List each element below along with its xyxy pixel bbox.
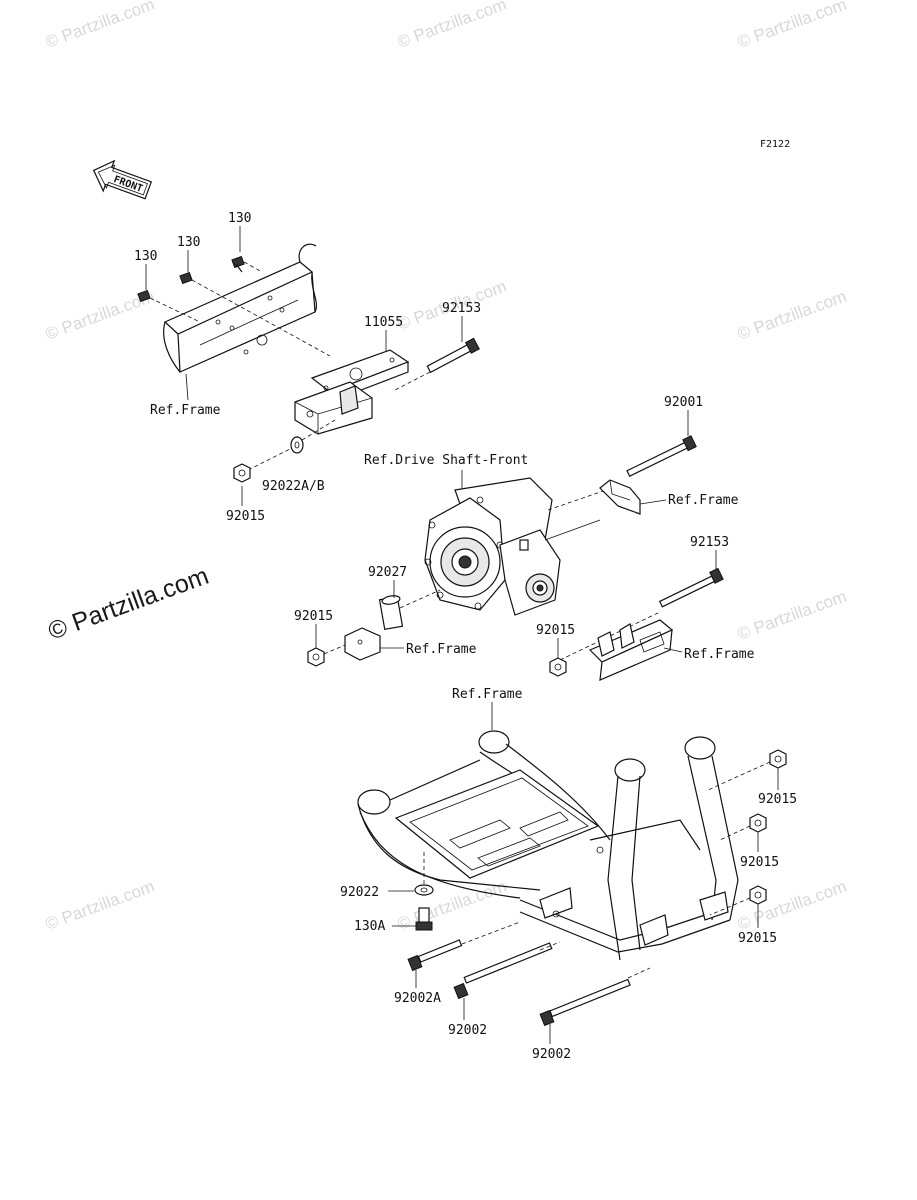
bolt-92153-top-icon	[394, 337, 480, 391]
watermark-text: © Partzilla.com	[395, 0, 509, 52]
bolt-130-icon	[179, 271, 331, 357]
bolt-92002-1-icon	[453, 942, 553, 1000]
frame-bracket-right-2	[588, 619, 683, 681]
label-ref-frame: Ref.Frame	[150, 403, 221, 418]
label-130: 130	[177, 235, 200, 250]
label-92002a: 92002A	[394, 991, 441, 1006]
label-92015: 92015	[294, 609, 333, 624]
label-92015: 92015	[740, 855, 779, 870]
label-ref-frame: Ref.Frame	[452, 687, 523, 702]
watermark-text: © Partzilla.com	[43, 877, 157, 934]
bolt-130-icon	[231, 255, 263, 273]
nut-92015-r2-icon	[749, 813, 767, 833]
watermark-text: © Partzilla.com	[43, 0, 157, 52]
label-92022ab: 92022A/B	[262, 479, 325, 494]
frame-crossmember	[163, 243, 317, 401]
watermark-text: © Partzilla.com	[735, 587, 849, 644]
watermark-text: © Partzilla.com	[735, 0, 849, 52]
watermark-text: © Partzilla.com	[735, 877, 849, 934]
frame-plate-left	[344, 627, 404, 661]
bolt-92002-2-icon	[539, 978, 631, 1027]
frame-lower-assembly	[357, 702, 739, 961]
label-ref-frame: Ref.Frame	[668, 493, 739, 508]
label-92022: 92022	[340, 885, 379, 900]
part-labels: 130 130 130 11055 92153 Ref.Frame 92015 …	[134, 211, 797, 1062]
front-arrow-icon: FRONT	[92, 159, 153, 200]
label-92015: 92015	[758, 792, 797, 807]
nut-92015-left-icon	[307, 647, 325, 667]
label-92002: 92002	[448, 1023, 487, 1038]
label-92002: 92002	[532, 1047, 571, 1062]
leader-lines	[145, 226, 779, 1044]
label-ref-frame: Ref.Frame	[684, 647, 755, 662]
label-130: 130	[134, 249, 157, 264]
label-92001: 92001	[664, 395, 703, 410]
label-ref-drive-shaft: Ref.Drive Shaft-Front	[364, 453, 528, 468]
label-ref-frame: Ref.Frame	[406, 642, 477, 657]
label-92027: 92027	[368, 565, 407, 580]
nut-92015-mid-icon	[549, 657, 567, 677]
bolt-130a-icon	[415, 907, 433, 931]
washer-92022-icon	[414, 884, 434, 896]
bracket-11055	[294, 349, 410, 435]
washer-92022ab-icon	[290, 436, 304, 454]
nut-92015-r3-icon	[749, 885, 767, 905]
label-92015: 92015	[738, 931, 777, 946]
watermark-text: © Partzilla.com	[735, 287, 849, 344]
label-92153: 92153	[442, 301, 481, 316]
bolt-92153-mid-icon	[658, 567, 724, 608]
bolt-130-icon	[137, 289, 201, 323]
label-92015: 92015	[226, 509, 265, 524]
bolt-92002a-icon	[407, 939, 463, 972]
nut-92015-top-icon	[233, 463, 251, 483]
collar-92027-icon	[378, 595, 404, 631]
label-130: 130	[228, 211, 251, 226]
watermark-large: © Partzilla.com	[44, 562, 212, 646]
label-92015: 92015	[536, 623, 575, 638]
label-11055: 11055	[364, 315, 403, 330]
label-92153: 92153	[690, 535, 729, 550]
front-differential	[424, 470, 613, 616]
diagram-code: F2122	[760, 139, 790, 150]
nut-92015-r1-icon	[769, 749, 787, 769]
label-130a: 130A	[354, 919, 385, 934]
bolt-92001-icon	[626, 435, 697, 477]
frame-bracket-right	[599, 479, 667, 515]
